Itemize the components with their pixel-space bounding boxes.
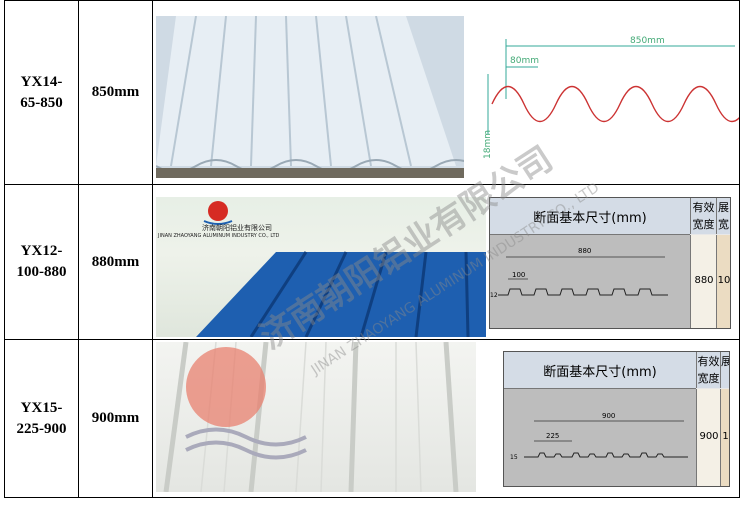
width-cell: 850mm	[78, 0, 153, 185]
height-label: 18mm	[483, 130, 493, 159]
section-spec-header: 断面基本尺寸(mm)	[504, 352, 696, 389]
pitch-label: 80mm	[510, 56, 539, 66]
width-cell: 900mm	[78, 339, 153, 498]
dim-pitch: 225	[546, 432, 559, 440]
logo-sun-icon	[186, 347, 266, 427]
logo-sun-icon	[208, 201, 228, 221]
dim-total: 880	[578, 247, 591, 255]
section-drawing: 900 225 15	[504, 389, 696, 486]
next-col-value: 1	[720, 389, 729, 486]
product-spec-table: YX14- 65-850 850mm	[4, 0, 740, 498]
table-row: YX14- 65-850 850mm	[4, 0, 740, 185]
effective-width-header: 有效宽度	[696, 352, 720, 388]
blue-trapezoidal-sheet-photo: 济南朝阳铝业有限公司 JINAN ZHAOYANG ALUMINUM INDUS…	[156, 197, 486, 337]
next-col-value: 10	[716, 235, 730, 328]
dim-height: 15	[510, 454, 518, 461]
model-line-2: 100-880	[16, 264, 67, 280]
next-col-header: 展宽	[716, 198, 730, 234]
section-spec-header: 断面基本尺寸(mm)	[490, 198, 690, 235]
model-line-2: 65-850	[20, 94, 63, 111]
effective-width-header: 有效宽度	[690, 198, 716, 234]
model-line-1: YX12-	[20, 243, 63, 259]
model-line-1: YX14-	[20, 73, 63, 90]
table-row: YX15- 225-900 900mm	[4, 339, 740, 498]
dim-total: 900	[602, 412, 615, 420]
section-drawing: 880 100 12	[490, 235, 690, 328]
images-cell: 850mm 80mm 18mm	[152, 0, 740, 185]
model-cell: YX14- 65-850	[4, 0, 79, 185]
effective-width-value: 880	[690, 235, 717, 328]
model-line-2: 225-900	[16, 420, 67, 437]
dim-height: 12	[490, 292, 498, 299]
corrugated-profile-drawing: 850mm 80mm 18mm	[480, 19, 739, 179]
model-line-1: YX15-	[20, 399, 63, 416]
logo-cn-text: 济南朝阳铝业有限公司	[202, 224, 272, 232]
white-trapezoidal-sheet-photo	[156, 342, 476, 492]
images-cell: 济南朝阳铝业有限公司 JINAN ZHAOYANG ALUMINUM INDUS…	[152, 184, 740, 340]
effective-width-value: 900	[696, 389, 721, 486]
images-cell: 断面基本尺寸(mm) 有效宽度 展 900 225 15 900 1	[152, 339, 740, 498]
section-spec-table: 断面基本尺寸(mm) 有效宽度 展 900 225 15 900 1	[503, 351, 730, 487]
model-cell: YX12- 100-880	[4, 184, 79, 340]
section-spec-table: 断面基本尺寸(mm) 有效宽度 展宽 880 100 12 880 10	[489, 197, 731, 329]
total-width-label: 850mm	[630, 36, 665, 46]
next-col-header: 展	[720, 352, 729, 388]
corrugated-sheet-photo	[156, 16, 464, 178]
logo-en-text: JINAN ZHAOYANG ALUMINUM INDUSTRY CO., LT…	[158, 233, 280, 239]
dim-pitch: 100	[512, 271, 525, 279]
model-cell: YX15- 225-900	[4, 339, 79, 498]
width-cell: 880mm	[78, 184, 153, 340]
table-row: YX12- 100-880 880mm 济南朝阳铝业有限公司 JINAN ZHA…	[4, 184, 740, 340]
